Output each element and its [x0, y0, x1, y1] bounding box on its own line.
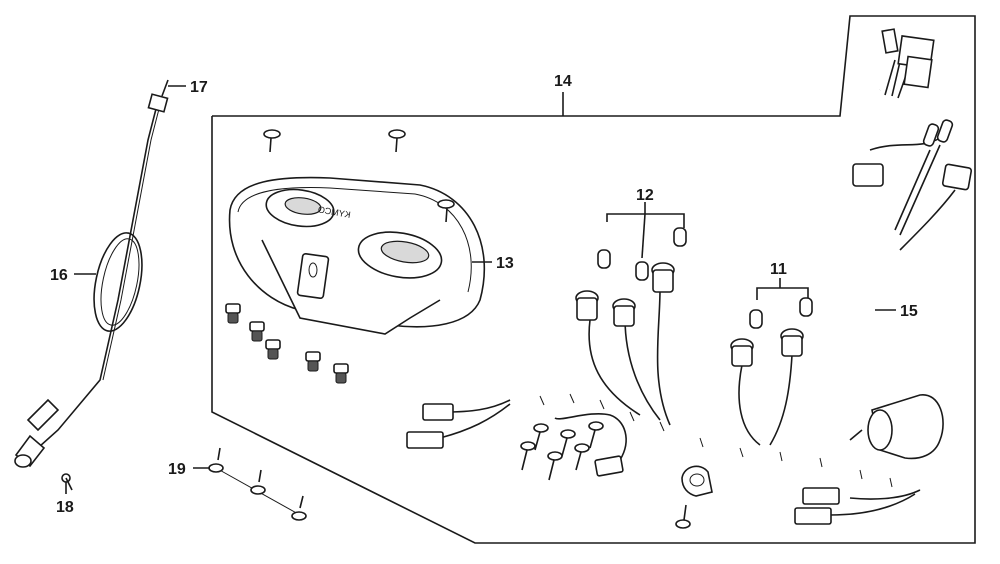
harness-screws	[520, 421, 604, 481]
callout-19: 19	[168, 461, 186, 478]
meter-screw-2	[388, 129, 406, 153]
callout-13: 13	[496, 255, 514, 272]
harness-clamp	[675, 465, 713, 529]
wire-harness	[406, 28, 973, 525]
bulb-socket-set	[225, 303, 349, 384]
callout-15: 15	[900, 303, 918, 320]
bulb-group-11	[749, 278, 813, 329]
callout-14: 14	[554, 73, 572, 90]
speedometer-cable	[14, 79, 169, 468]
assembly-outline-14	[211, 15, 976, 544]
callout-11: 11	[770, 261, 787, 278]
bulb-group-12	[597, 202, 687, 281]
callout-18: 18	[56, 499, 74, 516]
meter-assembly: KYMCO	[228, 176, 485, 335]
meter-screw-1	[263, 129, 281, 153]
callout-12: 12	[636, 187, 654, 204]
clip-pin-18	[61, 473, 73, 491]
callout-16: 16	[50, 267, 68, 284]
callout-17: 17	[190, 79, 208, 96]
screw-set-19	[208, 447, 307, 521]
meter-screw-3	[437, 199, 455, 223]
